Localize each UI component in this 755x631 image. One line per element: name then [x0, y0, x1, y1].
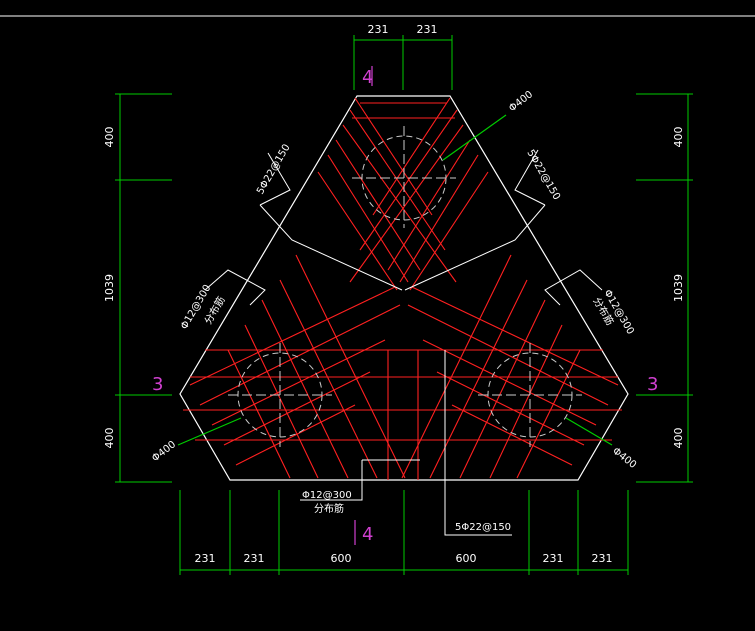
pile-leaders — [177, 114, 613, 446]
bottom-dim-1: 231 — [195, 552, 216, 565]
pile-label-top: Φ400 — [507, 89, 535, 114]
axis-mark-right: 3 — [647, 374, 658, 395]
top-dim-1: 231 — [368, 23, 389, 36]
axis-mark-bottom: 4 — [362, 524, 373, 545]
right-dim-1: 400 — [672, 127, 685, 148]
rebar-label-top-right: 5Φ22@150 — [524, 148, 562, 202]
left-dim-3: 400 — [103, 428, 116, 449]
axis-mark-top: 4 — [362, 67, 373, 88]
dimension-lines — [115, 35, 693, 575]
rebar-label-bottom-right: 5Φ22@150 — [455, 522, 511, 533]
rebar-label-bottom-center: Φ12@300 — [302, 490, 352, 501]
right-dim-2: 1039 — [672, 274, 685, 302]
bottom-dim-4: 600 — [456, 552, 477, 565]
rebar-label-bottom-center-sub: 分布筋 — [314, 502, 344, 515]
section-lines — [204, 149, 603, 536]
bottom-dim-3: 600 — [331, 552, 352, 565]
bottom-dim-6: 231 — [592, 552, 613, 565]
pile-circles — [237, 135, 573, 438]
left-dim-1: 400 — [103, 127, 116, 148]
rebar-label-top-left: 5Φ22@150 — [255, 142, 293, 196]
bottom-dim-2: 231 — [244, 552, 265, 565]
pile-label-left: Φ400 — [150, 439, 178, 464]
axis-mark-left: 3 — [152, 374, 163, 395]
right-dim-3: 400 — [672, 428, 685, 449]
rebar-grid — [183, 97, 622, 480]
top-dim-2: 231 — [417, 23, 438, 36]
pile-label-right: Φ400 — [610, 446, 638, 471]
bottom-dim-5: 231 — [543, 552, 564, 565]
pile-cap-outline — [179, 95, 629, 481]
left-dim-2: 1039 — [103, 274, 116, 302]
